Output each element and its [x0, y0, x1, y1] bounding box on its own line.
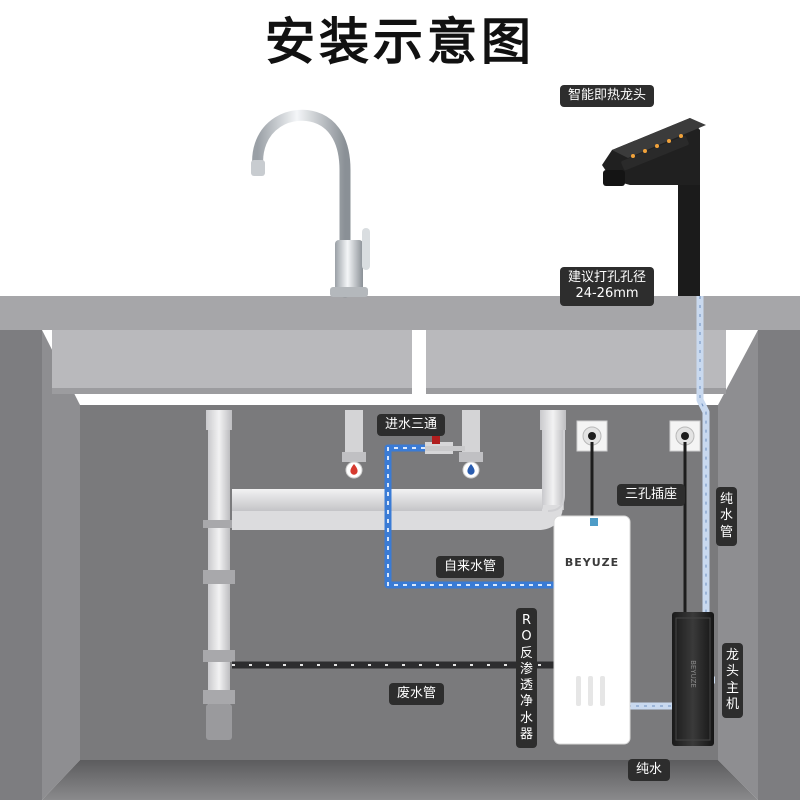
label-drill-hole: 建议打孔孔径 24-26mm: [560, 267, 655, 306]
sink-basin-left: [52, 330, 412, 390]
cabinet-right-wall: [758, 330, 800, 800]
angle-valves: [342, 410, 483, 462]
label-drill-hole-line2: 24-26mm: [575, 286, 639, 302]
page-title: 安装示意图: [265, 13, 535, 71]
label-pure-water-pipe: 纯水管: [716, 487, 737, 546]
sink-basin-left-bottom: [52, 388, 412, 394]
drain-pipes: [203, 410, 566, 740]
label-smart-faucet: 智能即热龙头: [560, 85, 655, 108]
kitchen-faucet: [251, 109, 370, 298]
cabinet-inner-left-side: [42, 330, 80, 800]
label-inlet-tee: 进水三通: [377, 414, 446, 437]
hot-water-drop-icon: [345, 461, 363, 479]
host-brand-logo: BEYUZE: [689, 660, 697, 688]
sink-basin-right-bottom: [426, 388, 726, 394]
label-pure-water: 纯水: [628, 759, 671, 782]
label-drill-hole-line1: 建议打孔孔径: [568, 270, 647, 285]
label-waste-water-pipe: 废水管: [389, 683, 445, 706]
ro-purifier-unit: [553, 515, 631, 745]
label-ro-purifier: RO反渗透净水器: [516, 608, 537, 748]
countertop: [0, 296, 800, 330]
brand-logo: BEYUZE: [564, 556, 620, 569]
label-faucet-host: 龙头主机: [722, 643, 743, 718]
faucet-host-unit: [672, 612, 714, 746]
cabinet-inner-right-side: [718, 330, 758, 800]
label-three-hole-socket: 三孔插座: [617, 484, 686, 507]
tap-water-pipe: [384, 444, 556, 589]
sink-basin-right: [426, 330, 726, 390]
cabinet-left-wall: [0, 330, 42, 800]
label-tap-water-pipe: 自来水管: [436, 556, 505, 579]
cabinet-floor: [42, 760, 758, 800]
cold-water-drop-icon: [462, 461, 480, 479]
smart-hot-faucet: [602, 118, 706, 296]
